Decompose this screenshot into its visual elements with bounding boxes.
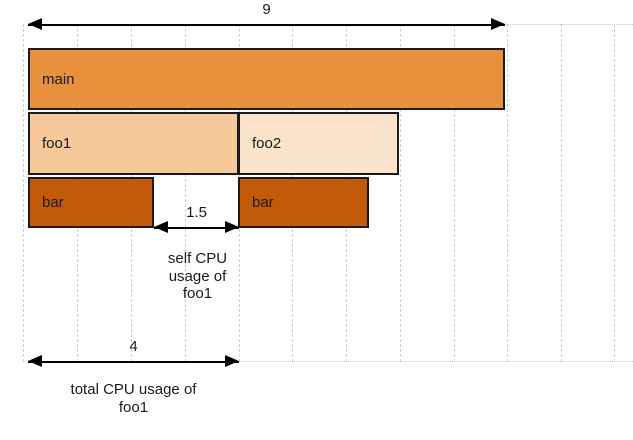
frame-label-bar-left: bar bbox=[42, 194, 64, 211]
measure-shaft bbox=[154, 227, 239, 229]
top-axis-extension-line bbox=[505, 24, 633, 25]
frame-label-foo2: foo2 bbox=[252, 135, 282, 152]
measure-value-self-foo1: 1.5 bbox=[186, 204, 207, 221]
measure-value-total-main: 9 bbox=[262, 1, 271, 18]
gridline bbox=[400, 24, 401, 362]
gridline bbox=[507, 24, 508, 362]
caption-total-cpu-foo1: total CPU usage of foo1 bbox=[28, 381, 239, 416]
arrowhead-left-icon bbox=[154, 221, 168, 233]
gridline bbox=[23, 24, 24, 362]
gridline bbox=[454, 24, 455, 362]
caption-line-2: foo1 bbox=[118, 398, 149, 416]
arrowhead-left-icon bbox=[28, 18, 42, 30]
caption-self-cpu-foo1: self CPU usage of foo1 bbox=[140, 250, 255, 303]
arrowhead-left-icon bbox=[28, 355, 42, 367]
arrowhead-right-icon bbox=[225, 221, 239, 233]
frame-foo2[interactable]: foo2 bbox=[238, 112, 399, 175]
bottom-axis-extension-line bbox=[238, 361, 633, 362]
caption-line-3: foo1 bbox=[182, 285, 213, 303]
arrowhead-right-icon bbox=[225, 355, 239, 367]
gridline bbox=[561, 24, 562, 362]
frame-label-main: main bbox=[42, 70, 75, 88]
frame-foo1[interactable]: foo1 bbox=[28, 112, 239, 175]
arrowhead-right-icon bbox=[491, 18, 505, 30]
measure-shaft bbox=[28, 24, 505, 26]
frame-main[interactable]: main bbox=[28, 48, 505, 110]
gridline bbox=[614, 24, 615, 362]
measure-shaft bbox=[28, 361, 239, 363]
measure-value-total-foo1: 4 bbox=[129, 338, 138, 355]
frame-label-foo1: foo1 bbox=[42, 135, 72, 152]
frame-bar-right[interactable]: bar bbox=[238, 177, 369, 228]
caption-line-2: usage of bbox=[168, 267, 227, 285]
caption-line-1: total CPU usage of bbox=[70, 381, 197, 398]
frame-label-bar-right: bar bbox=[252, 194, 274, 211]
frame-bar-left[interactable]: bar bbox=[28, 177, 154, 228]
caption-line-1: self CPU bbox=[167, 250, 228, 267]
gridline bbox=[185, 24, 186, 362]
